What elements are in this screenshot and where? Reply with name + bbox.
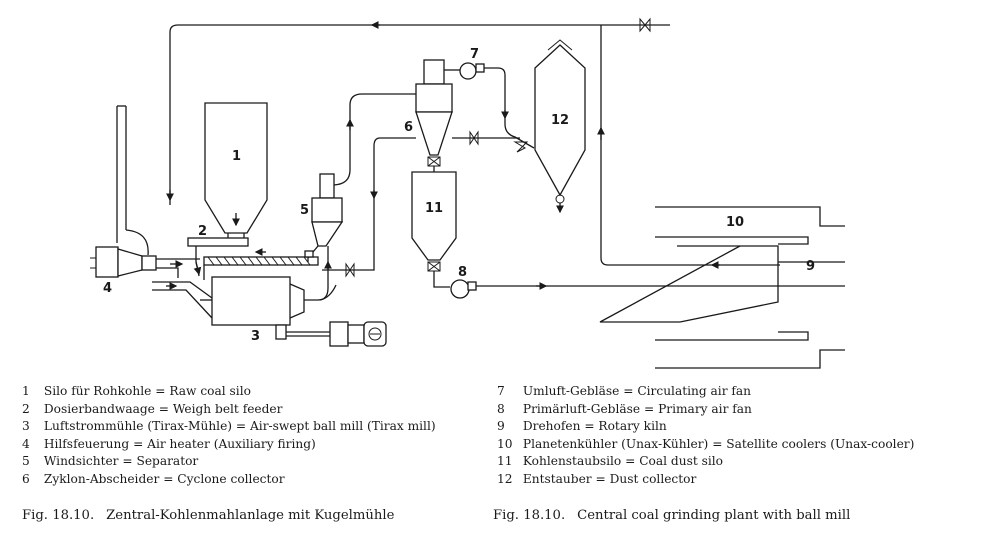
coal-dust-silo xyxy=(411,166,457,288)
separator xyxy=(304,93,422,262)
caption-english: Fig. 18.10. Central coal grinding plant w… xyxy=(493,508,850,523)
dust-collector xyxy=(534,39,586,214)
legend-item: 12 Entstauber = Dust collector xyxy=(497,471,697,486)
caption-german: Fig. 18.10. Zentral-Kohlenmahlanlage mit … xyxy=(22,508,394,523)
legend-item: 6 Zyklon-Abscheider = Cyclone collector xyxy=(22,471,285,486)
label-11: 11 xyxy=(425,201,443,216)
legend-right: 7 Umluft-Gebläse = Circulating air fan 8… xyxy=(497,383,914,489)
label-9: 9 xyxy=(806,259,815,274)
legend-item: 7 Umluft-Gebläse = Circulating air fan xyxy=(497,384,752,398)
hot-gas-duct xyxy=(152,258,213,319)
label-1: 1 xyxy=(232,149,241,164)
legend-item: 8 Primärluft-Gebläse = Primary air fan xyxy=(497,401,752,416)
valve-icon xyxy=(345,130,479,278)
satellite-coolers xyxy=(655,206,845,369)
valve-icon xyxy=(513,141,529,153)
rotary-valve-icon xyxy=(427,156,441,167)
screw-conveyor xyxy=(203,248,319,280)
legend-left: 1 Silo für Rohkohle = Raw coal silo 2 Do… xyxy=(22,383,436,489)
fan-icon xyxy=(450,279,470,299)
figure-number: Fig. 18.10. xyxy=(493,508,566,523)
label-7: 7 xyxy=(470,47,479,62)
legend-item: 10 Planetenkühler (Unax-Kühler) = Satell… xyxy=(497,436,915,451)
motor-icon xyxy=(368,327,382,341)
label-5: 5 xyxy=(300,203,309,218)
weigh-belt-feeder xyxy=(187,233,249,277)
legend-item: 1 Silo für Rohkohle = Raw coal silo xyxy=(22,384,251,398)
fan-icon xyxy=(459,62,477,80)
rotary-kiln xyxy=(599,245,845,323)
caption-text: Zentral-Kohlenmahlanlage mit Kugelmühle xyxy=(106,508,395,523)
legend-item: 11 Kohlenstaubsilo = Coal dust silo xyxy=(497,454,723,469)
mill-exit-duct xyxy=(304,246,337,301)
caption-text: Central coal grinding plant with ball mi… xyxy=(577,508,851,523)
valve-icon xyxy=(639,17,651,33)
chimney xyxy=(116,105,127,243)
top-return-duct xyxy=(166,21,780,269)
cyclone-collector xyxy=(350,59,520,271)
label-2: 2 xyxy=(198,224,207,239)
process-flow-diagram: 4 1 2 3 xyxy=(90,17,845,369)
legend-item: 5 Windsichter = Separator xyxy=(22,454,199,469)
ball-mill xyxy=(200,276,387,347)
legend-item: 9 Drehofen = Rotary kiln xyxy=(497,419,667,434)
primary-air-fan xyxy=(450,279,845,299)
legend-item: 2 Dosierbandwaage = Weigh belt feeder xyxy=(22,401,283,416)
figure-number: Fig. 18.10. xyxy=(22,508,95,523)
legend-item: 4 Hilfsfeuerung = Air heater (Auxiliary … xyxy=(22,436,316,451)
raw-coal-silo xyxy=(204,102,268,234)
label-4: 4 xyxy=(103,281,112,296)
legend-item: 3 Luftstrommühle (Tirax-Mühle) = Air-swe… xyxy=(22,419,436,434)
label-10: 10 xyxy=(726,215,744,230)
label-3: 3 xyxy=(251,329,260,344)
label-12: 12 xyxy=(551,113,569,128)
circulating-fan xyxy=(459,62,535,149)
label-8: 8 xyxy=(458,265,467,280)
air-heater xyxy=(90,229,157,278)
label-6: 6 xyxy=(404,120,413,135)
